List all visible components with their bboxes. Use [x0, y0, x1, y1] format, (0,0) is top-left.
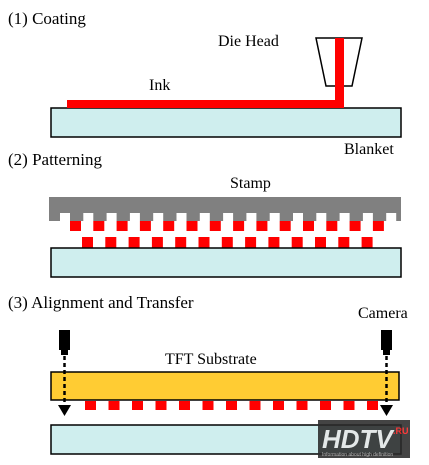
- stamp-gap: [106, 213, 117, 222]
- right-camera-lens-icon: [383, 350, 390, 355]
- stamp-ink-dot: [256, 221, 268, 231]
- stamp-gap: [362, 213, 373, 222]
- transferred-ink-dot: [320, 401, 331, 410]
- stamp-gap: [246, 213, 257, 222]
- blanket-ink-dot: [268, 237, 280, 248]
- left-camera-arrow-icon: [58, 405, 71, 416]
- stamp-gap: [153, 213, 164, 222]
- transferred-ink-dot: [343, 401, 355, 410]
- blanket-ink-dot: [361, 237, 373, 248]
- stamp-gap: [60, 213, 70, 222]
- transferred-ink-dot: [179, 401, 190, 410]
- tft-substrate-label: TFT Substrate: [165, 351, 257, 368]
- transferred-ink-dot: [249, 401, 261, 410]
- stamp-ink-dot: [186, 221, 198, 231]
- right-camera-arrow-icon: [380, 405, 393, 416]
- stamp-gap: [83, 213, 94, 222]
- ink-label: Ink: [149, 77, 170, 94]
- stamp-ink-dot: [139, 221, 151, 231]
- blanket-ink-dot: [315, 237, 326, 248]
- transferred-ink-dot: [367, 401, 378, 410]
- stamp-ink-dot: [279, 221, 291, 231]
- blanket-label: Blanket: [344, 141, 394, 158]
- blanket-ink-dot: [105, 237, 117, 248]
- svg-text:Information about high definit: Information about high definition: [322, 452, 393, 458]
- stamp-gap: [386, 213, 397, 222]
- blanket-ink-dot: [245, 237, 257, 248]
- blanket-ink-dot: [151, 237, 163, 248]
- transferred-ink-dot: [132, 401, 143, 410]
- left-camera-icon: [59, 330, 70, 350]
- transferred-ink-dot: [108, 401, 120, 410]
- camera-label: Camera: [358, 305, 408, 322]
- svg-text:HDTV: HDTV: [322, 424, 395, 454]
- stamp-ink-dot: [326, 221, 338, 231]
- stamp-ink-dot: [233, 221, 245, 231]
- stamp-gap: [339, 213, 350, 222]
- transferred-ink-dot: [155, 401, 167, 410]
- left-camera-lens-icon: [61, 350, 68, 355]
- blanket-ink-pattern: [82, 237, 373, 248]
- blanket-ink-dot: [128, 237, 140, 248]
- stamp-gap: [176, 213, 187, 222]
- stamp-ink-dot: [116, 221, 128, 231]
- hdtv-watermark-logo: HDTV .RU Information about high definiti…: [318, 420, 410, 458]
- stamp-ink-dot: [303, 221, 314, 231]
- stamp-gap: [269, 213, 280, 222]
- stamp-gap: [199, 213, 210, 222]
- tft-substrate: [50, 371, 400, 401]
- die-head-label: Die Head: [218, 33, 279, 50]
- blanket-ink-dot: [221, 237, 233, 248]
- ink-layer: [67, 100, 344, 108]
- coating-blanket: [50, 107, 402, 138]
- blanket-ink-dot: [198, 237, 210, 248]
- svg-text:.RU: .RU: [393, 426, 409, 436]
- stamp-ink-dot: [70, 221, 81, 231]
- stamp-gap: [129, 213, 140, 222]
- patterning-blanket: [50, 247, 402, 278]
- right-camera-icon: [381, 330, 392, 350]
- stamp-ink-dot: [372, 221, 384, 231]
- patterning-step-title: (2) Patterning: [8, 150, 102, 169]
- blanket-ink-dot: [175, 237, 187, 248]
- transferred-ink-dot: [85, 401, 96, 410]
- transferred-ink-dot: [273, 401, 284, 410]
- stamp-teeth: [60, 213, 397, 222]
- transfer-step-title: (3) Alignment and Transfer: [8, 293, 194, 312]
- stamp-ink-dot: [163, 221, 175, 231]
- transferred-ink-pattern: [85, 401, 378, 410]
- stamp-gap: [316, 213, 327, 222]
- stamp-label: Stamp: [230, 175, 271, 192]
- transferred-ink-dot: [202, 401, 214, 410]
- stamp-gap: [223, 213, 234, 222]
- transferred-ink-dot: [226, 401, 237, 410]
- stamp-ink-pattern: [70, 221, 384, 231]
- transferred-ink-dot: [296, 401, 308, 410]
- stamp-gap: [293, 213, 303, 222]
- coating-step-title: (1) Coating: [8, 9, 86, 28]
- stamp-ink-dot: [93, 221, 105, 231]
- blanket-ink-dot: [291, 237, 303, 248]
- blanket-ink-dot: [82, 237, 93, 248]
- stamp-ink-dot: [209, 221, 221, 231]
- blanket-ink-dot: [338, 237, 350, 248]
- stamp-ink-dot: [349, 221, 361, 231]
- die-head-ink-stream: [335, 38, 344, 106]
